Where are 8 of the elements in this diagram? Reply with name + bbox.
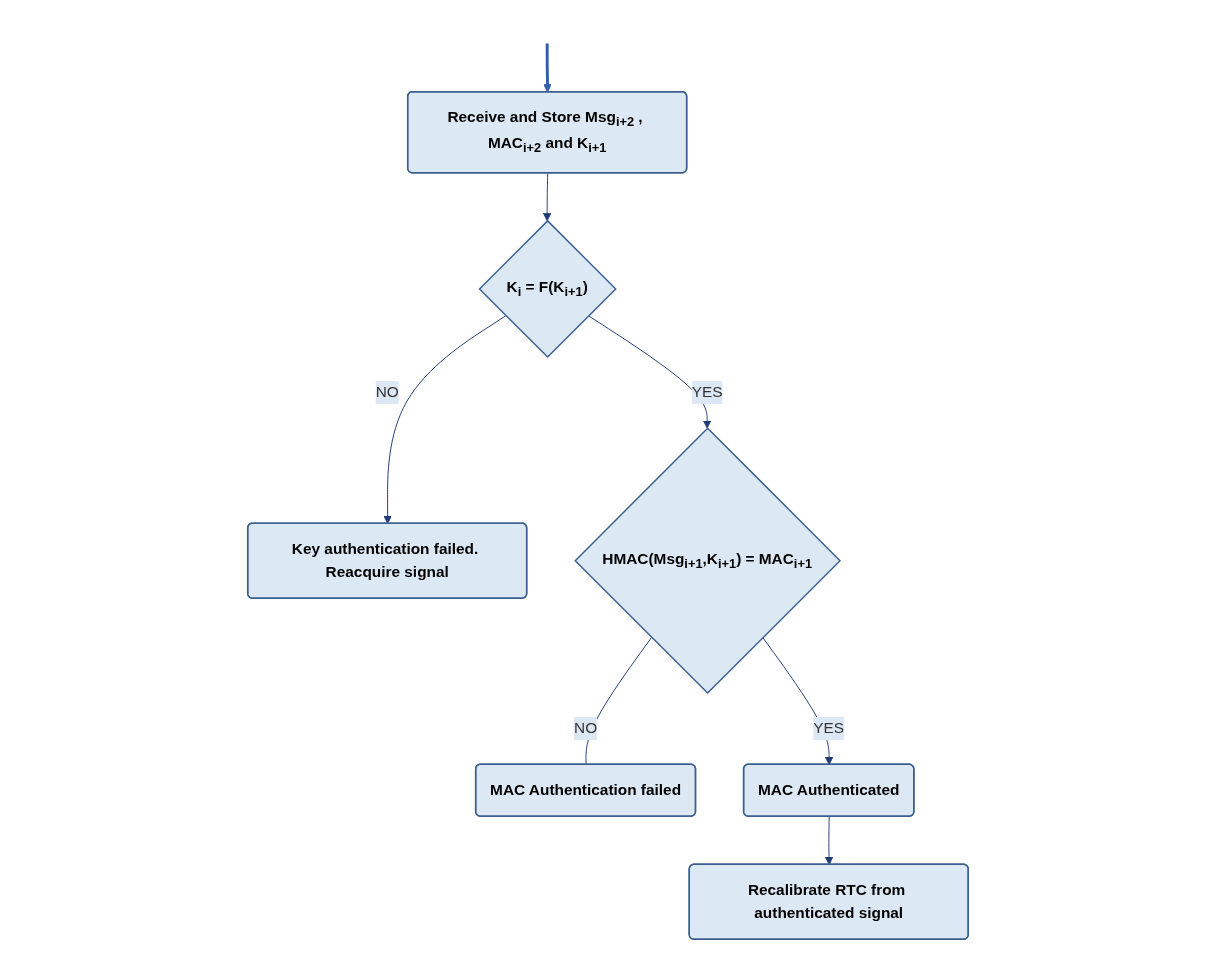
edge-label: NO: [574, 719, 598, 736]
node-diamond: HMAC(Msg$_{i+1}$,K$_{i+1}$) = MAC$_{i+1}$: [574, 426, 842, 694]
edge-label: YES: [691, 383, 723, 400]
connector: [585, 636, 653, 765]
arrow: [543, 43, 552, 92]
node-diamond: K$_{i}$ = F(K$_{i+1}$): [478, 219, 617, 358]
edge-label: YES: [813, 719, 845, 736]
edge-label: NO: [375, 383, 399, 400]
